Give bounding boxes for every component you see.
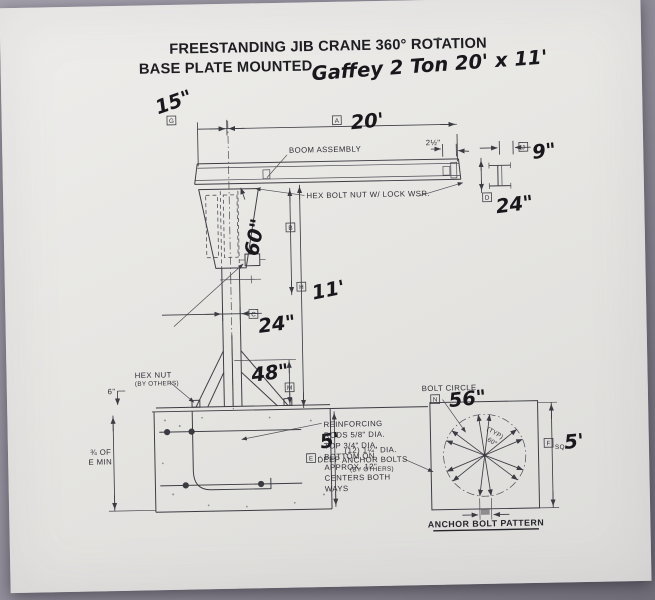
- marker-beam-width: J: [518, 141, 529, 152]
- marker-span: A: [331, 115, 342, 126]
- deep-label: DEEP: [317, 455, 340, 464]
- svg-text:(BY OTHERS): (BY OTHERS): [350, 466, 394, 474]
- svg-text:D: D: [485, 195, 490, 202]
- marker-foundation-square: F: [543, 437, 554, 448]
- mast-assembly: [173, 120, 266, 410]
- embed-depth-line2: E MIN: [88, 457, 112, 466]
- drawing-title: FREESTANDING JIB CRANE 360° ROTATION BAS…: [139, 36, 548, 86]
- foundation: ¾ OF E MIN E DEEP 5' REINFORCING RODS 5/…: [88, 408, 391, 513]
- marker-beam-depth: D: [482, 192, 492, 203]
- marker-foundation-depth: E: [306, 453, 316, 463]
- marker-under-boom: B: [285, 222, 296, 233]
- dim-overall-height: 11': [310, 276, 347, 305]
- svg-text:WAYS: WAYS: [325, 484, 349, 493]
- svg-text:J: J: [522, 144, 525, 151]
- marker-mast-width: C: [248, 309, 259, 319]
- dim-under-boom: 60": [240, 217, 270, 258]
- boom-section-detail: J 9" D 24": [478, 138, 557, 218]
- hex-nut-label: HEX NUT: [135, 370, 172, 380]
- anchor-bolt-rays: [446, 414, 524, 497]
- svg-text:N: N: [433, 397, 438, 404]
- concrete-speckles: [161, 416, 325, 508]
- bolt-circle-label: BOLT CIRCLE: [422, 383, 477, 393]
- marker-overhang: G: [166, 115, 177, 126]
- boom-assembly-label: BOOM ASSEMBLY: [289, 144, 362, 154]
- svg-text:G: G: [169, 118, 174, 125]
- marker-bolt-circle: N: [430, 394, 441, 405]
- dim-mast-width: 24": [257, 310, 297, 337]
- svg-text:M: M: [287, 385, 292, 392]
- svg-text:B: B: [288, 225, 292, 232]
- svg-text:BOTTOM ON: BOTTOM ON: [324, 451, 375, 461]
- marker-base-width: M: [284, 382, 295, 393]
- dim-six-inch: 6": [107, 387, 115, 396]
- title-line1: FREESTANDING JIB CRANE 360° ROTATION: [169, 36, 487, 58]
- dim-foundation-depth: 5': [318, 428, 341, 454]
- base-plate: 48" M HEX NUT (BY OTHERS) 6": [107, 335, 428, 413]
- svg-text:H: H: [299, 284, 304, 291]
- svg-text:F: F: [547, 440, 551, 447]
- title-line2: BASE PLATE MOUNTED: [139, 58, 313, 77]
- anchor-bolts-note: (12) 1¼" DIA. ANCHOR BOLTS (BY OTHERS): [342, 445, 434, 474]
- dim-overhang: 15": [152, 85, 195, 119]
- dim-bolt-circle: 56": [448, 385, 488, 412]
- ink-speck: [437, 37, 440, 41]
- dim-base-width: 48": [249, 359, 290, 387]
- hex-nut-by-others: (BY OTHERS): [135, 380, 179, 388]
- dim-beam-depth: 24": [494, 191, 534, 218]
- dim-span: 20': [350, 108, 385, 134]
- mast-width-dimension: C 24": [161, 306, 297, 338]
- svg-text:TOP 3/4" DIA.: TOP 3/4" DIA.: [324, 441, 378, 451]
- dim-beam-width: 9": [531, 138, 557, 163]
- embed-depth-line1: ¾ OF: [90, 448, 111, 457]
- svg-text:APPROX. 12": APPROX. 12": [324, 462, 377, 472]
- svg-text:E: E: [309, 456, 313, 463]
- dim-end-offset: 2½": [426, 138, 441, 147]
- svg-text:RODS 5/8" DIA.: RODS 5/8" DIA.: [324, 430, 385, 440]
- marker-overall-height: H: [296, 281, 307, 292]
- svg-text:ANCHOR BOLTS: ANCHOR BOLTS: [342, 455, 408, 465]
- sq-label: SQ.: [555, 444, 567, 451]
- svg-text:REINFORCING: REINFORCING: [324, 419, 383, 429]
- svg-text:A: A: [335, 118, 340, 125]
- pattern-title: ANCHOR BOLT PATTERN: [428, 517, 544, 529]
- anchor-j-bolt: [191, 411, 272, 491]
- small-dimension-mark: [480, 508, 490, 515]
- reinforcing-note: REINFORCING RODS 5/8" DIA. TOP 3/4" DIA.…: [241, 419, 391, 493]
- svg-text:(12) 1¼" DIA.: (12) 1¼" DIA.: [345, 445, 397, 455]
- boom-assembly: BOOM ASSEMBLY 2½" HEX BOLT NUT W/ LOCK W…: [194, 138, 470, 200]
- dim-foundation-square: 5': [563, 429, 585, 454]
- hex-bolt-label: HEX BOLT NUT W/ LOCK WSR.: [306, 189, 430, 200]
- svg-text:CENTERS BOTH: CENTERS BOTH: [325, 473, 391, 483]
- svg-text:C: C: [251, 311, 256, 318]
- anchor-bolt-pattern: BOLT CIRCLE N 56" (TYP) 60° (12) 1¼" DIA…: [342, 383, 585, 532]
